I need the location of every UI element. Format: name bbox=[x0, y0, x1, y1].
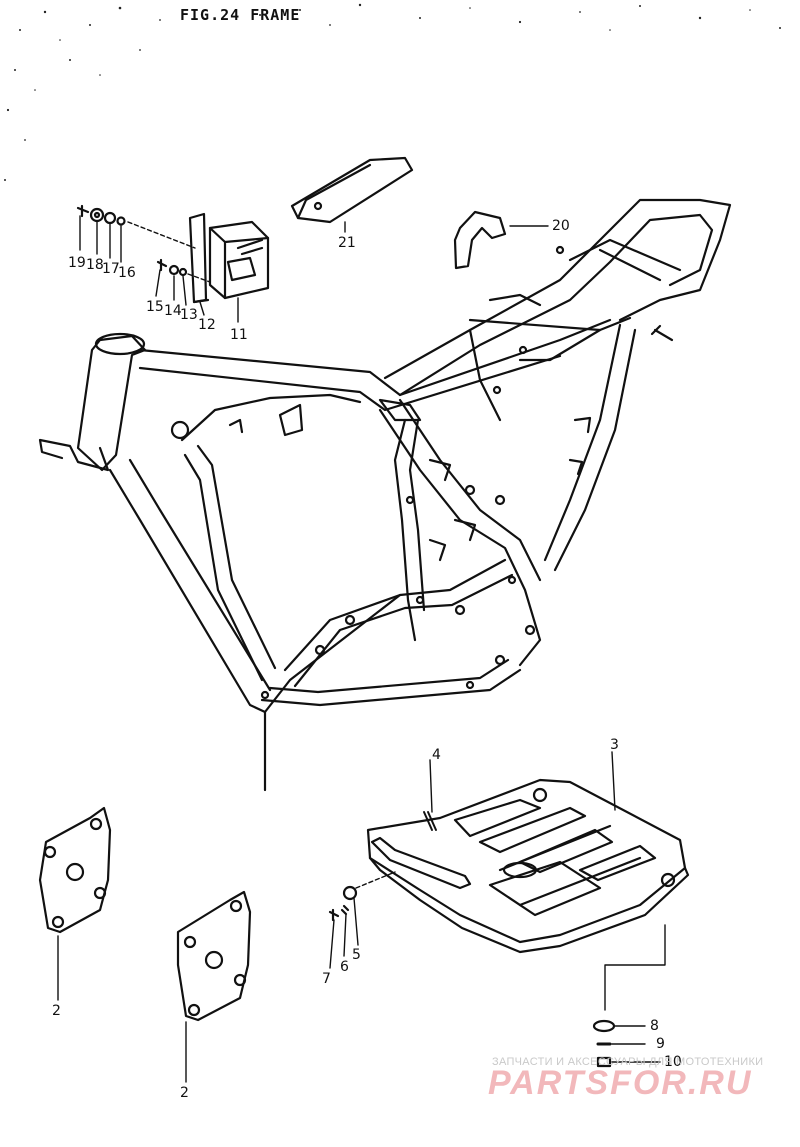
part-2-bracket-b bbox=[176, 890, 252, 1083]
callout-20: 20 bbox=[552, 218, 570, 234]
part-4-stud bbox=[423, 811, 437, 831]
callout-15: 15 bbox=[146, 299, 164, 315]
figure-title: FIG.24 FRAME bbox=[180, 6, 301, 24]
seat-tube bbox=[378, 408, 542, 667]
callout-14: 14 bbox=[164, 303, 182, 319]
part-5-7-hardware bbox=[328, 871, 396, 969]
part-15-13-bolts bbox=[156, 258, 211, 283]
down-tube bbox=[108, 468, 402, 714]
part-20-strap bbox=[453, 210, 549, 270]
scan-noise bbox=[4, 3, 781, 181]
callout-7: 7 bbox=[322, 971, 331, 987]
callout-2b: 2 bbox=[180, 1085, 189, 1101]
callout-16: 16 bbox=[118, 265, 136, 281]
callout-9: 9 bbox=[656, 1036, 665, 1052]
part-19-16-bolts bbox=[76, 204, 196, 249]
callout-5: 5 bbox=[352, 947, 361, 963]
head-bracket bbox=[38, 438, 110, 472]
callout-6: 6 bbox=[340, 959, 349, 975]
watermark-brand: PARTSFOR.RU bbox=[488, 1064, 753, 1102]
part-3-skid-plate bbox=[366, 751, 690, 1011]
callout-4: 4 bbox=[432, 747, 441, 763]
callout-19: 19 bbox=[68, 255, 86, 271]
callout-2a: 2 bbox=[52, 1003, 61, 1019]
callout-3: 3 bbox=[610, 737, 619, 753]
cross-tube bbox=[468, 316, 632, 332]
watermark-subtitle: ЗАПЧАСТИ И АКСЕССУАРЫ ДЛЯ МОТОТЕХНИКИ bbox=[492, 1056, 764, 1068]
front-cradle bbox=[180, 393, 362, 442]
part-8-10-hardware bbox=[592, 1019, 661, 1068]
head-tube bbox=[76, 334, 147, 472]
callout-12: 12 bbox=[198, 317, 216, 333]
bottom-rail bbox=[260, 668, 522, 707]
part-11-box bbox=[208, 220, 270, 300]
frame-body bbox=[38, 198, 732, 714]
rear-stay bbox=[543, 323, 622, 562]
part-2-bracket-a bbox=[38, 806, 112, 1001]
callout-leaders-top bbox=[79, 215, 239, 323]
callout-13: 13 bbox=[180, 307, 198, 323]
rear-bolt bbox=[650, 324, 674, 342]
part-21-cover bbox=[290, 156, 414, 233]
callout-11: 11 bbox=[230, 327, 248, 343]
callout-17: 17 bbox=[102, 261, 120, 277]
callout-8: 8 bbox=[650, 1018, 659, 1034]
callout-21: 21 bbox=[338, 235, 356, 251]
head-tube-top bbox=[94, 332, 146, 356]
rear-subframe bbox=[383, 198, 732, 380]
callout-10: 10 bbox=[664, 1054, 682, 1070]
part-12-bracket bbox=[188, 212, 210, 304]
callout-18: 18 bbox=[86, 257, 104, 273]
